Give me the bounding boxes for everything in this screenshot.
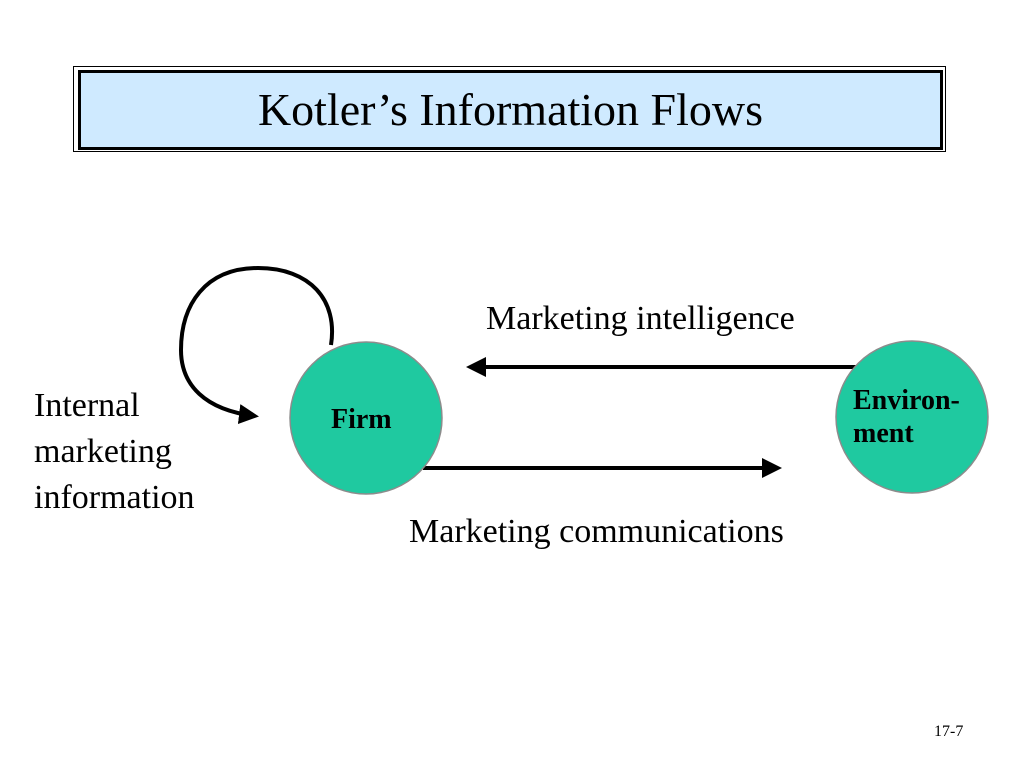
title-frame	[73, 66, 946, 152]
internal-loop-arrow	[178, 265, 335, 425]
firm-node-label: Firm	[331, 404, 392, 435]
environment-node	[835, 340, 989, 494]
title-box: Kotler’s Information Flows	[78, 70, 943, 150]
internal-label-line-2: marketing	[34, 433, 172, 470]
slide-title: Kotler’s Information Flows	[257, 84, 764, 135]
internal-label-line-1: Internal	[34, 387, 140, 424]
environment-label-line-1: Environ-	[853, 385, 960, 416]
environment-node-label: Environ- ment	[853, 384, 960, 450]
firm-node	[289, 341, 443, 495]
internal-label-line-3: information	[34, 479, 195, 516]
marketing-communications-label: Marketing communications	[409, 513, 784, 550]
slide-number: 17-7	[934, 723, 964, 740]
internal-marketing-information-label: Internal marketing information	[34, 383, 234, 521]
environment-label-line-2: ment	[853, 418, 914, 449]
marketing-intelligence-label: Marketing intelligence	[486, 300, 795, 337]
